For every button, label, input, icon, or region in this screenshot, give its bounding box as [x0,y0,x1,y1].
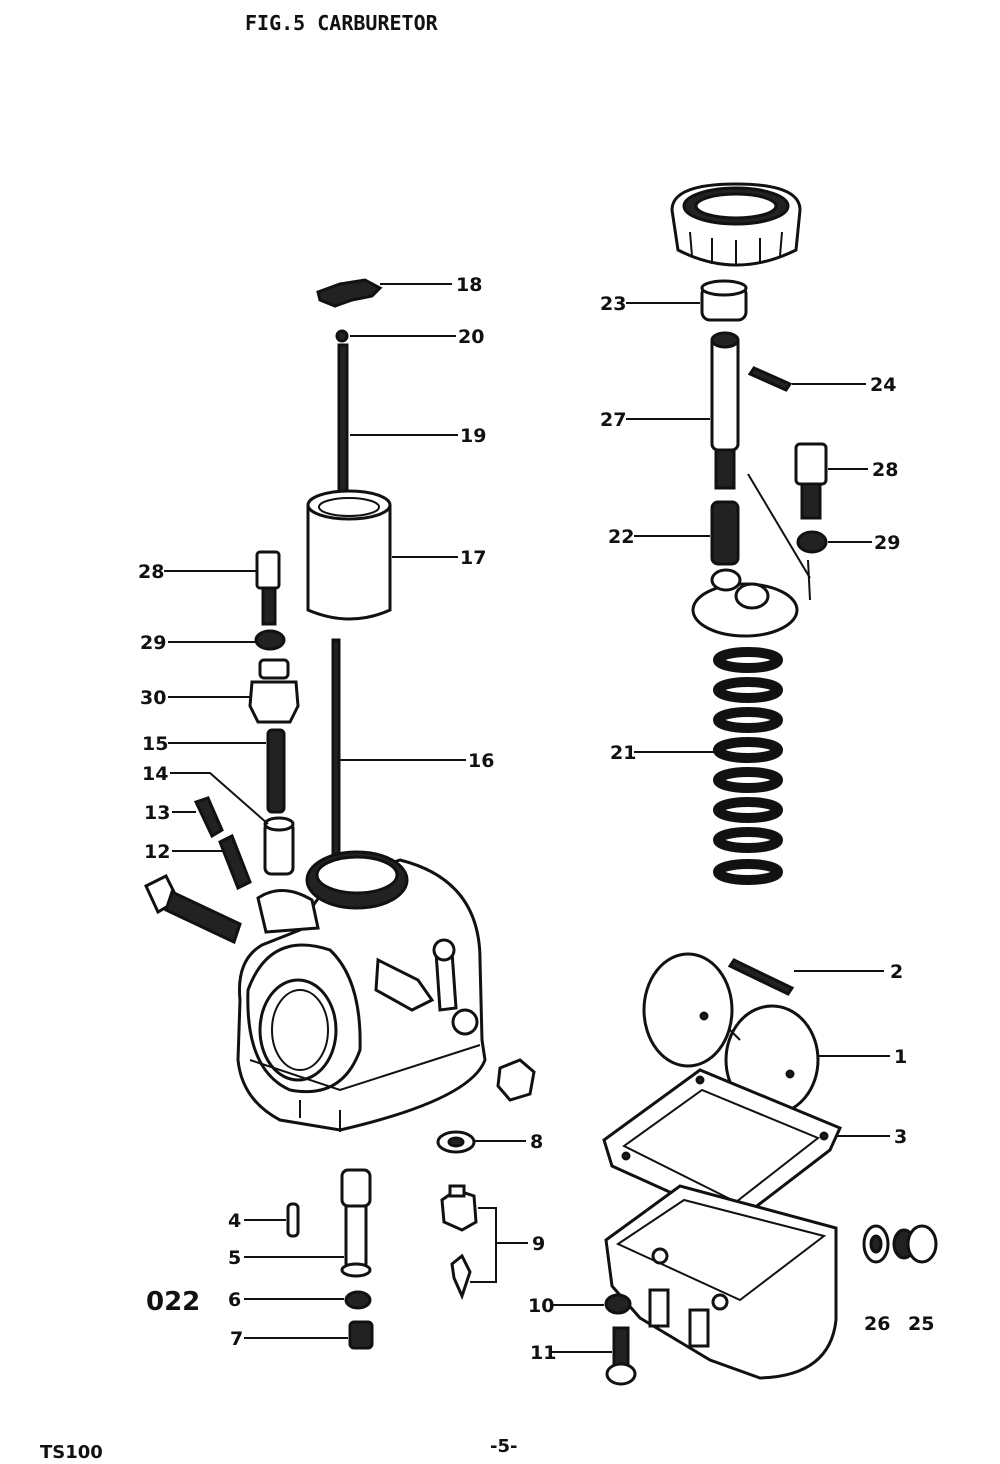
callout-28-right: 28 [872,459,898,481]
callout-labels: 18 20 19 17 16 28 29 30 15 14 13 12 8 9 … [138,274,934,1364]
part-14-holder [263,816,295,876]
callout-29-left: 29 [140,632,166,654]
part-21-spring [713,647,783,885]
figure-code: 022 [146,1287,200,1317]
part-29-washer-left [254,629,286,651]
callout-9: 9 [532,1233,545,1255]
part-1-floats [642,952,820,1116]
part-17-throttle-valve [306,489,392,621]
part-28-screw-left [255,550,281,626]
callout-7: 7 [230,1328,243,1350]
callout-30: 30 [140,687,166,709]
callout-12: 12 [144,841,170,863]
footer-model: TS100 [40,1442,103,1463]
part-carburetor-body [236,850,487,1132]
part-20-ball [335,329,349,343]
callout-14: 14 [142,763,168,785]
callout-18: 18 [456,274,482,296]
callout-23: 23 [600,293,626,315]
part-28-screw-right [794,442,828,520]
part-24-pin [747,366,793,392]
callout-17: 17 [460,547,486,569]
callout-8: 8 [530,1131,543,1153]
callout-15: 15 [142,733,168,755]
part-25-plug [892,1224,938,1264]
callout-28-left: 28 [138,561,164,583]
part-27-starter-plunger [710,331,740,490]
callout-6: 6 [228,1289,241,1311]
part-8-washer [436,1130,476,1154]
part-22-spring [710,500,740,566]
part-30-nut [248,658,300,724]
part-6-washer [344,1290,372,1310]
callout-19: 19 [460,425,486,447]
figure-title: FIG.5 CARBURETOR [245,11,439,35]
callout-27: 27 [600,409,626,431]
part-5-needle-jet [340,1168,372,1278]
part-starter-base [691,473,811,638]
callout-24: 24 [870,374,896,396]
part-26-washer [862,1224,890,1264]
part-10-washer [604,1293,632,1315]
callout-10: 10 [528,1295,554,1317]
part-13-screw [193,796,224,839]
callout-4: 4 [228,1210,241,1232]
part-15-spring [266,728,286,814]
callout-16: 16 [468,750,494,772]
part-23-cap [700,279,748,322]
part-29-washer-right [796,530,828,554]
part-7-main-jet [348,1320,374,1350]
callout-13: 13 [144,802,170,824]
part-4-screw [286,1202,300,1238]
part-float-bowl [604,1184,838,1380]
part-3-gasket [602,1068,843,1224]
callout-29-right: 29 [874,532,900,554]
callout-22: 22 [608,526,634,548]
part-top-cap [670,182,802,267]
part-12-pilot-screw [218,833,252,891]
part-19-rod [337,343,349,517]
part-18-clip [316,278,383,308]
part-11-screw [605,1326,637,1386]
part-hex-nut [496,1058,536,1102]
part-2-pin [727,958,795,996]
callout-26: 26 [864,1313,890,1335]
callout-20: 20 [458,326,484,348]
callout-5: 5 [228,1247,241,1269]
callout-21: 21 [610,742,636,764]
part-16-jet-needle [331,638,341,857]
part-bolt-left [144,873,242,945]
leader-lines [164,283,890,1353]
footer-page-number: -5- [490,1436,517,1457]
callout-1: 1 [894,1046,907,1068]
callout-2: 2 [890,961,903,983]
callout-3: 3 [894,1126,907,1148]
callout-11: 11 [530,1342,556,1364]
part-9-needle-valve [440,1184,478,1301]
callout-25: 25 [908,1313,934,1335]
